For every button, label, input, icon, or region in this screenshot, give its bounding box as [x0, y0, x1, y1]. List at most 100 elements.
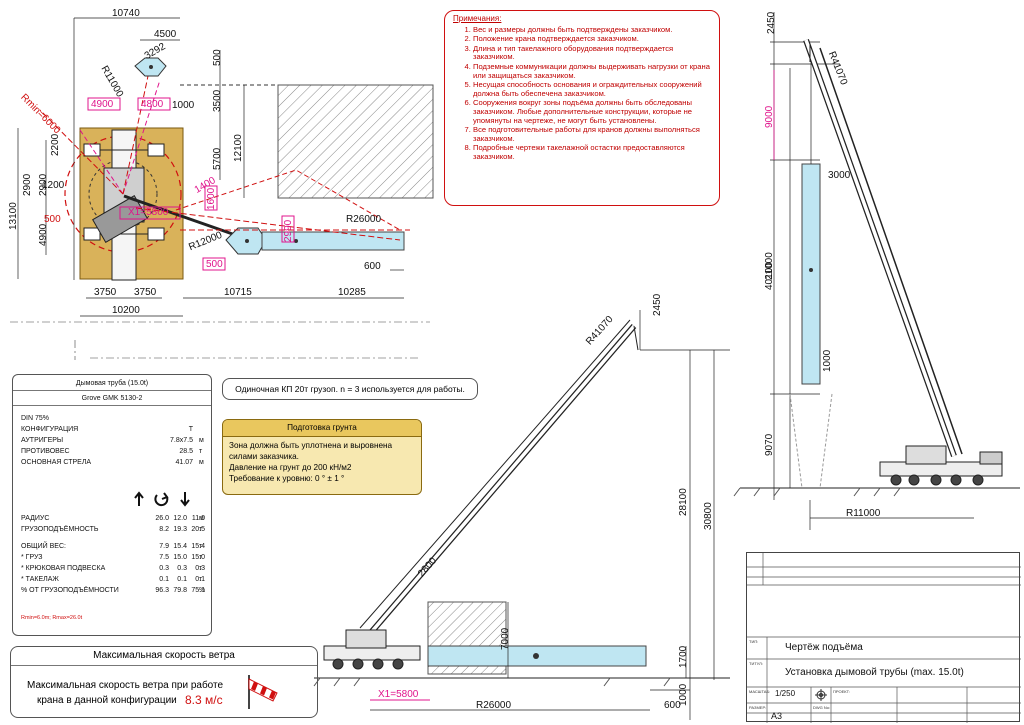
right-dim-2450: 2450	[766, 11, 777, 34]
plan-dim-2200: 2200	[50, 133, 61, 156]
spec-unit: м	[199, 459, 204, 466]
plan-dim-4500: 4500	[154, 29, 177, 40]
spec-cell: 20.5	[191, 526, 205, 533]
spec-cell: 19.3	[173, 526, 187, 533]
note-item: Вес и размеры должны быть подтверждены з…	[473, 25, 713, 35]
spec-label: ПРОТИВОВЕС	[21, 448, 70, 455]
plan-dim-12100: 12100	[233, 134, 244, 162]
plan-dim-3500: 3500	[212, 89, 223, 112]
spec-footnote: Rmin=6.0m; Rmax=26.0t	[21, 615, 83, 621]
spec-cell: 0.1	[159, 576, 169, 583]
spec-unit: т	[199, 526, 203, 533]
title-block-grid	[747, 553, 1021, 723]
wind-line2: крана в данной конфигурации	[37, 695, 177, 706]
wind-title: Максимальная скорость ветра	[11, 647, 317, 666]
side-dim-7000: 7000	[500, 627, 511, 650]
spec-label: ОБЩИЙ ВЕС:	[21, 543, 66, 550]
side-dim-x1: X1=5800	[378, 689, 419, 700]
plan-dim-2900a: 2900	[22, 173, 33, 196]
spec-unit: т	[199, 576, 203, 583]
spec-label: ОСНОВНАЯ СТРЕЛА	[21, 459, 92, 466]
spec-model: Grove GMK 5130-2	[13, 391, 211, 406]
plan-dim-3750b: 3750	[134, 287, 157, 298]
title-block: ТИП: Чертёж подъёма ТИТУЛ: Установка дым…	[746, 552, 1021, 723]
side-dim-30800: 30800	[703, 502, 714, 530]
plan-dim-r26000: R26000	[346, 214, 382, 225]
spec-label: % ОТ ГРУЗОПОДЪЁМНОСТИ	[21, 587, 119, 594]
tb-type: Чертёж подъёма	[785, 642, 863, 653]
plan-dim-13100: 13100	[8, 202, 19, 230]
plan-dim-5700: 5700	[212, 147, 223, 170]
spec-label: КОНФИГУРАЦИЯ	[21, 426, 79, 433]
spec-label: DIN 75%	[21, 415, 50, 422]
spec-value: T	[188, 426, 193, 433]
right-elevation	[733, 12, 1020, 530]
note-item: Несущая способность основания и ограждит…	[473, 80, 713, 98]
plan-dim-1000: 1000	[172, 100, 195, 111]
crane-boom-right	[803, 38, 963, 458]
side-dim-1700: 1700	[678, 645, 689, 668]
spec-unit: %	[199, 587, 206, 594]
plan-mag-4800: 4800	[141, 99, 164, 110]
plan-dim-1200: 1200	[42, 180, 65, 191]
chimney-vertical	[801, 163, 821, 385]
spec-title: Дымовая труба (15.0t)	[13, 375, 211, 391]
tb-dwg-label: DWG No:	[813, 705, 831, 710]
spec-cell: 7.9	[159, 543, 169, 550]
plan-view	[10, 17, 434, 360]
ground-title: Подготовка грунта	[223, 420, 421, 437]
spec-unit: т	[199, 543, 203, 550]
plan-dim-600: 600	[364, 261, 381, 272]
spec-cell: 0.3	[159, 565, 169, 572]
spec-label: * ГРУЗ	[21, 554, 43, 561]
right-dim-3000: 3000	[828, 170, 851, 181]
spec-cell: 26.0	[155, 515, 169, 522]
note-item: Подземные коммуникации должны выдерживат…	[473, 62, 713, 80]
tb-type-label: ТИП:	[749, 639, 759, 644]
right-dim-21000: 21000	[764, 252, 775, 280]
side-dim-28100: 28100	[678, 488, 689, 516]
spec-label: * ТАКЕЛАЖ	[21, 576, 59, 583]
spec-cell: 0.1	[195, 576, 205, 583]
projection-symbol-icon	[815, 689, 827, 701]
spec-label: * КРЮКОВАЯ ПОДВЕСКА	[21, 565, 106, 572]
spec-unit: т	[199, 448, 203, 455]
spec-value: 7.8x7.5	[170, 437, 193, 444]
windsock-icon	[248, 675, 278, 709]
side-dim-600: 600	[664, 700, 681, 711]
ground-line: Требование к уровню: 0 ° ± 1 °	[229, 474, 345, 483]
spec-cell: 8.2	[159, 526, 169, 533]
ground-line: силами заказчика.	[229, 452, 299, 461]
spec-table: Дымовая труба (15.0t) Grove GMK 5130-2 D…	[12, 374, 212, 636]
spec-cell: 11.0	[191, 515, 205, 522]
tb-size: A3	[771, 711, 783, 721]
plan-dim-3750a: 3750	[94, 287, 117, 298]
spec-unit: т	[199, 565, 203, 572]
spec-label: ГРУЗОПОДЪЁМНОСТЬ	[21, 526, 99, 533]
ground-line: Зона должна быть уплотнена и выровнена	[229, 441, 393, 450]
plan-red-500: 500	[44, 214, 61, 225]
side-dim-r26000: R26000	[476, 700, 512, 711]
spec-unit: м	[199, 437, 204, 444]
plan-mag-x1: X1=5800	[128, 207, 169, 218]
right-dim-9070: 9070	[764, 433, 775, 456]
tb-scale: 1/250	[775, 689, 796, 698]
plan-dim-10715: 10715	[224, 287, 252, 298]
ground-line: Давление на грунт до 200 кН/м2	[229, 463, 352, 472]
wind-line1: Максимальная скорость ветра при работе	[27, 680, 224, 691]
right-dim-r11000: R11000	[846, 508, 881, 519]
crane-boom-side	[359, 319, 639, 638]
spec-unit: м	[199, 515, 204, 522]
spec-cell: 15.0	[191, 554, 205, 561]
spec-cell: 0.3	[195, 565, 205, 572]
plan-dim-4900v: 4900	[38, 223, 49, 246]
tb-title-label: ТИТУЛ:	[749, 661, 763, 666]
spec-label: АУТРИГЕРЫ	[21, 437, 64, 444]
spec-unit: т	[199, 554, 203, 561]
notes-panel: Примечания: Вес и размеры должны быть по…	[444, 10, 720, 206]
plan-dim-10285: 10285	[338, 287, 366, 298]
right-dim-9000: 9000	[764, 105, 775, 128]
notes-title: Примечания:	[453, 14, 502, 23]
spec-cell: 0.1	[177, 576, 187, 583]
wind-panel: Максимальная скорость ветра Максимальная…	[10, 646, 318, 718]
